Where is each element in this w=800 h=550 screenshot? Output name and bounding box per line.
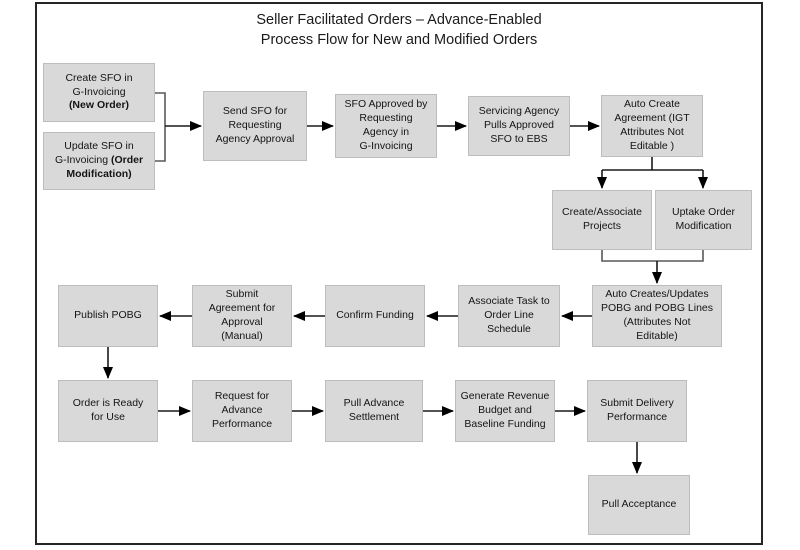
node-pull-advance-settlement-label: Pull Advance Settlement	[343, 397, 405, 423]
node-request-advance-performance-label: Request for Advance Performance	[211, 390, 273, 430]
node-pull-advance-settlement: Pull Advance Settlement	[325, 380, 423, 442]
node-create-associate-projects-label: Create/Associate Projects	[562, 206, 642, 232]
node-create-sfo-label: Create SFO in G-Invoicing (New Order)	[65, 72, 132, 114]
node-update-sfo: Update SFO in G-Invoicing (Order Modific…	[43, 132, 155, 190]
node-uptake-order-modification-label: Uptake Order Modification	[671, 206, 736, 232]
node-sfo-approved: SFO Approved by Requesting Agency in G-I…	[335, 94, 437, 158]
node-pull-acceptance: Pull Acceptance	[588, 475, 690, 535]
node-submit-delivery-performance-label: Submit Delivery Performance	[600, 397, 674, 423]
node-order-ready: Order is Ready for Use	[58, 380, 158, 442]
title-line-1: Seller Facilitated Orders – Advance-Enab…	[256, 12, 542, 28]
node-submit-agreement: Submit Agreement for Approval (Manual)	[192, 285, 292, 347]
node-order-ready-label: Order is Ready for Use	[72, 397, 144, 423]
node-confirm-funding: Confirm Funding	[325, 285, 425, 347]
node-create-sfo-bold-text: (New Order)	[68, 99, 130, 112]
node-auto-creates-pobg-label: Auto Creates/Updates POBG and POBG Lines…	[600, 288, 714, 342]
node-auto-create-agreement: Auto Create Agreement (IGT Attributes No…	[601, 95, 703, 157]
node-create-sfo-text: Create SFO in G-Invoicing	[65, 71, 133, 98]
node-associate-task: Associate Task to Order Line Schedule	[458, 285, 560, 347]
node-create-sfo: Create SFO in G-Invoicing (New Order)	[43, 63, 155, 122]
title-line-2: Process Flow for New and Modified Orders	[260, 32, 538, 49]
node-generate-revenue-budget-label: Generate Revenue Budget and Baseline Fun…	[460, 390, 550, 430]
node-publish-pobg: Publish POBG	[58, 285, 158, 347]
node-generate-revenue-budget: Generate Revenue Budget and Baseline Fun…	[455, 380, 555, 442]
node-publish-pobg-label: Publish POBG	[74, 309, 142, 322]
node-confirm-funding-label: Confirm Funding	[336, 309, 414, 322]
node-submit-delivery-performance: Submit Delivery Performance	[587, 380, 687, 442]
node-request-advance-performance: Request for Advance Performance	[192, 380, 292, 442]
node-servicing-pulls-sfo: Servicing Agency Pulls Approved SFO to E…	[468, 96, 570, 156]
node-update-sfo-label: Update SFO in G-Invoicing (Order Modific…	[55, 140, 143, 182]
node-update-sfo-text: Update SFO in G-Invoicing	[54, 140, 134, 167]
diagram-title: Seller Facilitated Orders – Advance-Enab…	[35, 10, 763, 51]
node-pull-acceptance-label: Pull Acceptance	[601, 498, 677, 511]
node-update-sfo-bold-text: (Order Modification)	[66, 154, 144, 180]
node-auto-creates-pobg: Auto Creates/Updates POBG and POBG Lines…	[592, 285, 722, 347]
node-auto-create-agreement-label: Auto Create Agreement (IGT Attributes No…	[614, 98, 690, 152]
node-submit-agreement-label: Submit Agreement for Approval (Manual)	[208, 288, 276, 342]
node-send-sfo-label: Send SFO for Requesting Agency Approval	[215, 105, 295, 145]
node-sfo-approved-label: SFO Approved by Requesting Agency in G-I…	[344, 98, 428, 152]
node-send-sfo: Send SFO for Requesting Agency Approval	[203, 91, 307, 161]
node-create-associate-projects: Create/Associate Projects	[552, 190, 652, 250]
node-associate-task-label: Associate Task to Order Line Schedule	[468, 295, 550, 335]
node-servicing-pulls-sfo-label: Servicing Agency Pulls Approved SFO to E…	[478, 105, 560, 145]
node-uptake-order-modification: Uptake Order Modification	[655, 190, 752, 250]
